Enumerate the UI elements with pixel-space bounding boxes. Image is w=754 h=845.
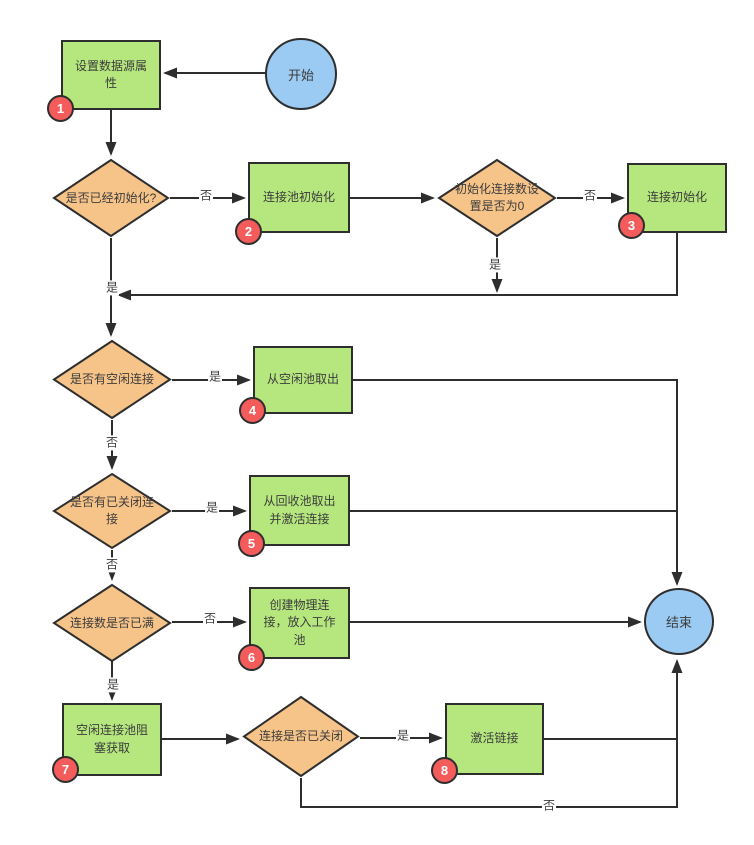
step-badge-7: 7: [52, 756, 79, 783]
start-label: 开始: [287, 67, 314, 83]
edge-conninit-return-to-main: [117, 233, 678, 301]
process-label: 空闲连接池阻塞获取: [75, 723, 148, 755]
process-take-from-idle-pool: 从空闲池取出: [253, 346, 353, 414]
step-badge-8: 8: [431, 757, 458, 784]
diamond-shape: [52, 339, 172, 420]
process-set-datasource-props: 设置数据源属性: [61, 40, 161, 110]
process-idle-pool-block: 空闲连接池阻塞获取: [62, 703, 162, 776]
decision-conn-closed: 连接是否已关闭: [242, 695, 360, 778]
diamond-shape: [437, 158, 557, 238]
edge-label-yes: 是: [104, 280, 120, 296]
end-terminal: 结束: [644, 588, 714, 655]
decision-init-count-zero: 初始化连接数设置是否为0: [437, 158, 557, 238]
end-label: 结束: [665, 615, 692, 630]
edge-label-yes: 是: [204, 500, 220, 516]
process-label: 设置数据源属性: [74, 58, 147, 90]
edge-label-no: 否: [202, 611, 218, 627]
process-label: 激活链接: [470, 731, 519, 746]
diamond-shape: [52, 472, 172, 550]
decision-label: 连接数是否已满: [69, 615, 154, 630]
step-badge-6: 6: [238, 644, 265, 671]
decision-label: 连接是否已关闭: [258, 729, 343, 744]
start-terminal: 开始: [265, 38, 337, 110]
edge-label-yes: 是: [207, 369, 223, 385]
process-create-physical-conn: 创建物理连接，放入工作池: [249, 587, 350, 659]
decision-has-idle-conn: 是否有空闲连接: [52, 339, 172, 420]
process-label: 创建物理连接，放入工作池: [263, 597, 336, 647]
edge-label-no: 否: [582, 188, 598, 204]
step-badge-3: 3: [618, 212, 645, 239]
edge-label-yes: 是: [105, 677, 121, 693]
decision-label: 是否有已关闭连接: [69, 495, 154, 526]
edge-label-no: 否: [104, 557, 120, 573]
step-badge-5: 5: [238, 530, 265, 557]
decision-is-initialized: 是否已经初始化?: [52, 158, 170, 238]
process-take-from-recycle-pool: 从回收池取出并激活连接: [249, 475, 350, 546]
process-activate-link: 激活链接: [445, 703, 544, 775]
edge-label-no: 否: [198, 188, 214, 204]
step-badge-4: 4: [239, 397, 266, 424]
edge-takeidle-to-end: [353, 379, 683, 586]
step-badge-2: 2: [235, 218, 262, 245]
step-badge-1: 1: [47, 95, 74, 122]
decision-label: 是否已经初始化?: [65, 190, 157, 205]
process-label: 从空闲池取出: [266, 372, 339, 387]
decision-label: 是否有空闲连接: [69, 372, 154, 387]
process-pool-init: 连接池初始化: [248, 162, 350, 233]
diamond-shape: [52, 583, 172, 663]
diamond-shape: [242, 695, 360, 778]
edge-label-yes: 是: [395, 728, 411, 744]
decision-has-closed-conn: 是否有已关闭连接: [52, 472, 172, 550]
process-label: 连接池初始化: [262, 189, 335, 204]
decision-conn-count-full: 连接数是否已满: [52, 583, 172, 663]
edge-connclosed-no-to-end: [300, 659, 683, 808]
decision-label: 初始化连接数设置是否为0: [454, 182, 539, 213]
process-label: 连接初始化: [646, 190, 707, 205]
process-label: 从回收池取出并激活连接: [263, 494, 336, 526]
edge-label-no: 否: [541, 798, 557, 814]
edge-label-yes: 是: [487, 257, 503, 273]
diamond-shape: [52, 158, 170, 238]
edge-label-no: 否: [104, 435, 120, 451]
